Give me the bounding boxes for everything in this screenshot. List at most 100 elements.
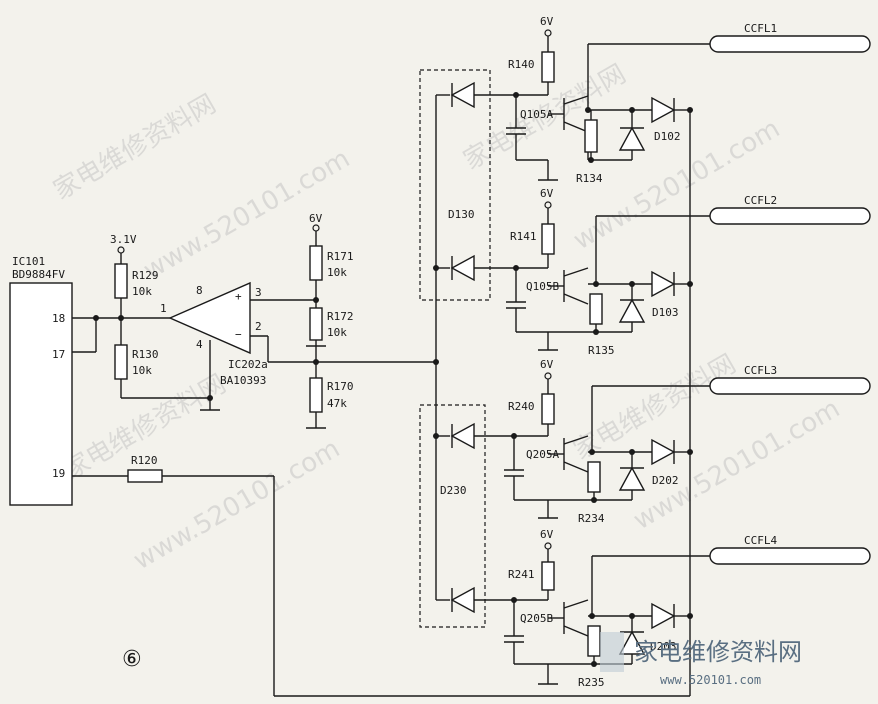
r240	[541, 393, 555, 425]
ccfl3-label: CCFL3	[744, 364, 777, 377]
ch1-6v: 6V	[540, 15, 554, 28]
opamp-part: BA10393	[220, 374, 266, 387]
opamp-ref: IC202a	[228, 358, 268, 371]
d102-label: D102	[654, 130, 681, 143]
r129	[114, 263, 128, 299]
r240-ref: R240	[508, 400, 535, 413]
d102-diode	[651, 96, 676, 124]
opamp-pin-3: 3	[255, 286, 262, 299]
r235	[587, 625, 601, 657]
r134-ref: R134	[576, 172, 603, 185]
opamp-pin-4: 4	[196, 338, 203, 351]
opamp-pin-8: 8	[196, 284, 203, 297]
ic101: IC101 BD9884FV 18 17 19	[9, 255, 73, 506]
ic101-body	[9, 282, 73, 506]
r140	[541, 51, 555, 83]
ccfl2-tube	[709, 207, 871, 225]
r172-value: 10k	[327, 326, 347, 339]
r135	[589, 293, 603, 325]
ccfl2-label: CCFL2	[744, 194, 777, 207]
brand-name: 家电维修资料网	[634, 638, 802, 666]
watermark-text-url: www.520101.com	[129, 434, 346, 576]
figure-number: ⑥	[122, 647, 142, 672]
r170	[309, 377, 323, 413]
d130-box	[419, 69, 491, 301]
ch3-6v: 6V	[540, 358, 554, 371]
channel-2: 6V R141 Q105B R135 D103	[436, 187, 710, 357]
r134	[584, 119, 598, 153]
q105a-label: Q105A	[520, 108, 553, 121]
d130-diode-b	[450, 254, 475, 282]
opamp-pin-1: 1	[160, 302, 167, 315]
channel-4: 6V R241 Q205B R235 D203	[436, 528, 710, 689]
rail-6v-label: 6V	[309, 212, 323, 225]
d230-label: D230	[440, 484, 467, 497]
brand-url: www.520101.com	[660, 673, 761, 687]
zener-1	[618, 126, 646, 151]
r141	[541, 223, 555, 255]
r234	[587, 461, 601, 493]
d230-box	[419, 404, 486, 628]
r140-ref: R140	[508, 58, 535, 71]
r241	[541, 561, 555, 591]
r120-path: R120	[72, 454, 690, 697]
d230-diode-a	[450, 422, 475, 450]
r120-ref: R120	[131, 454, 158, 467]
zener-4	[618, 630, 646, 655]
opamp-symbol	[168, 281, 251, 355]
ccfl3-tube	[709, 377, 871, 395]
sense-bus	[433, 95, 691, 696]
ic101-pin-17: 17	[52, 348, 65, 361]
d203-label: D203	[650, 640, 677, 653]
r129-ref: R129	[132, 269, 159, 282]
r241-ref: R241	[508, 568, 535, 581]
opamp-ic202a: + − 8 3 1 4 2 IC202a BA10393	[160, 281, 436, 387]
d103-diode	[651, 270, 676, 298]
zener-3	[618, 466, 646, 491]
d130-diode-a	[450, 81, 475, 109]
ic101-ref: IC101	[12, 255, 45, 268]
q205a-label: Q205A	[526, 448, 559, 461]
q205b-label: Q205B	[520, 612, 553, 625]
ch2-6v: 6V	[540, 187, 554, 200]
r235-ref: R235	[578, 676, 605, 689]
ch4-6v: 6V	[540, 528, 554, 541]
r170-value: 47k	[327, 397, 347, 410]
r141-ref: R141	[510, 230, 537, 243]
opamp-minus: −	[235, 328, 242, 341]
ic101-pin-19: 19	[52, 467, 65, 480]
q105b-label: Q105B	[526, 280, 559, 293]
r129-value: 10k	[132, 285, 152, 298]
r135-ref: R135	[588, 344, 615, 357]
opamp-plus: +	[235, 290, 242, 303]
rail-3v1-label: 3.1V	[110, 233, 137, 246]
r130	[114, 344, 128, 380]
channel-1: 6V R140 Q105A R134 D102	[436, 15, 710, 185]
opamp-pin-2: 2	[255, 320, 262, 333]
r170-ref: R170	[327, 380, 354, 393]
r171-value: 10k	[327, 266, 347, 279]
r234-ref: R234	[578, 512, 605, 525]
r171-ref: R171	[327, 250, 354, 263]
ic101-pin-18: 18	[52, 312, 65, 325]
r172	[309, 307, 323, 341]
r172-ref: R172	[327, 310, 354, 323]
zener-2	[618, 298, 646, 323]
d230-diode-b	[450, 586, 475, 614]
feedback-divider: 6V R171 10k R172 10k R170 47k	[306, 212, 354, 429]
brand-watermark: 家电维修资料网 www.520101.com	[600, 632, 802, 687]
r171	[309, 245, 323, 281]
watermark-text-cn: 家电维修资料网	[59, 369, 232, 486]
r130-value: 10k	[132, 364, 152, 377]
d203-diode	[651, 602, 676, 630]
r120	[127, 469, 163, 483]
ccfl4-tube	[709, 547, 871, 565]
ccfl-lamps: CCFL1 CCFL2 CCFL3 CCFL4	[709, 22, 871, 565]
watermark-text-cn: 家电维修资料网	[49, 89, 222, 206]
d130-label: D130	[448, 208, 475, 221]
r130-ref: R130	[132, 348, 159, 361]
wires-left: 3.1V R129 10k R130 10k	[72, 233, 220, 411]
d202-label: D202	[652, 474, 679, 487]
ic101-part: BD9884FV	[12, 268, 65, 281]
